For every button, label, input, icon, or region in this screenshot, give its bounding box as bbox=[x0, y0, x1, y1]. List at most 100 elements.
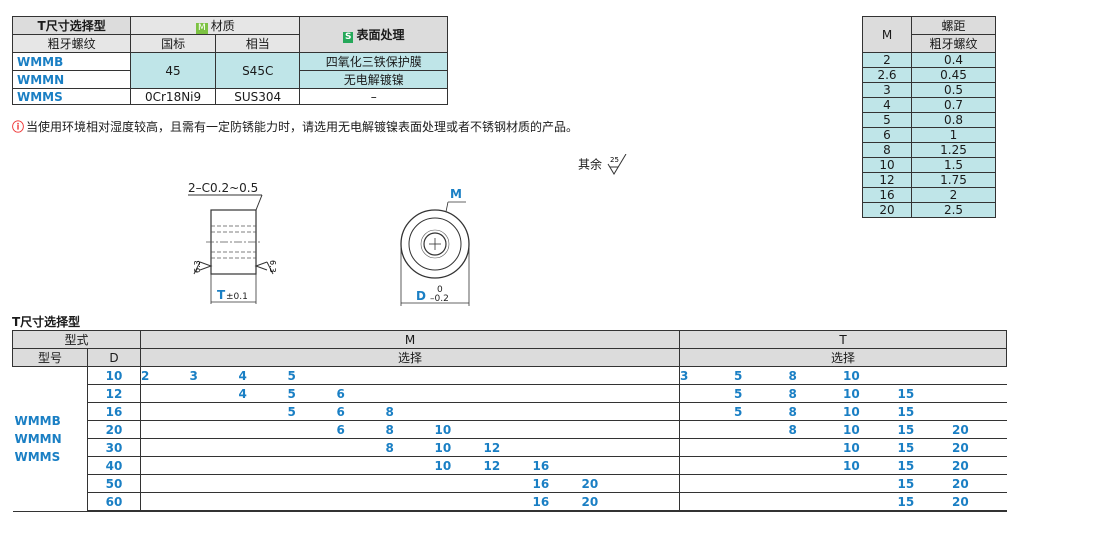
t-value-cell bbox=[679, 402, 734, 421]
header-t-col: T bbox=[679, 330, 1007, 349]
roughness-label: 其余 bbox=[578, 157, 603, 172]
m-value-cell bbox=[287, 492, 337, 512]
m-value-cell bbox=[189, 474, 239, 493]
roughness-symbol-icon: 25 bbox=[607, 153, 627, 175]
t-value-cell: 20 bbox=[952, 420, 1007, 439]
t-value-cell bbox=[679, 384, 734, 403]
m-value-cell bbox=[189, 492, 239, 512]
model-code: WMMS bbox=[14, 449, 61, 464]
pitch-value-cell: 2.5 bbox=[911, 202, 996, 218]
t-value-cell bbox=[679, 420, 734, 439]
m-value-cell bbox=[434, 492, 484, 512]
d-label: D bbox=[416, 289, 426, 303]
material-tag-icon: M bbox=[195, 23, 208, 34]
t-value-cell bbox=[788, 438, 843, 457]
m-value-cell bbox=[238, 474, 288, 493]
t-value-cell bbox=[734, 438, 789, 457]
code-wmmb: WMMB bbox=[11, 52, 132, 71]
pitch-value-cell: 0.7 bbox=[911, 97, 996, 113]
header-m: M bbox=[862, 16, 912, 53]
m-value-cell: 10 bbox=[434, 456, 484, 475]
t-value-cell: 15 bbox=[897, 420, 952, 439]
header-thread: 粗牙螺纹 bbox=[11, 34, 132, 53]
m-value-cell bbox=[140, 474, 190, 493]
pitch-value-cell: 0.8 bbox=[911, 112, 996, 128]
m-value-cell bbox=[238, 420, 288, 439]
t-value-cell bbox=[952, 384, 1007, 403]
header-model: 型号 bbox=[12, 348, 88, 367]
m-value-cell bbox=[385, 384, 435, 403]
m-value-cell: 10 bbox=[434, 420, 484, 439]
side-view-drawing: 2–C0.2~0.5 6.3 6.3 T ±0.1 bbox=[188, 181, 277, 304]
m-value-cell bbox=[630, 474, 680, 493]
pitch-value-cell: 0.45 bbox=[911, 67, 996, 83]
t-value-cell: 8 bbox=[788, 420, 843, 439]
m-value-cell bbox=[385, 366, 435, 385]
t-value-cell: 5 bbox=[734, 366, 789, 385]
header-select-t: 选择 bbox=[679, 348, 1007, 367]
pitch-m-cell: 2 bbox=[862, 52, 912, 68]
m-value-cell bbox=[483, 384, 533, 403]
m-value-cell bbox=[483, 366, 533, 385]
m-value-cell bbox=[238, 402, 288, 421]
t-value-cell: 8 bbox=[788, 384, 843, 403]
m-value-cell bbox=[189, 420, 239, 439]
m-value-cell bbox=[483, 474, 533, 493]
m-value-cell bbox=[434, 402, 484, 421]
m-value-cell bbox=[581, 420, 631, 439]
pitch-value-cell: 1.75 bbox=[911, 172, 996, 188]
chamfer-label: 2–C0.2~0.5 bbox=[188, 181, 258, 195]
t-value-cell: 8 bbox=[788, 366, 843, 385]
m-value-cell: 16 bbox=[532, 492, 582, 512]
pitch-value-cell: 0.4 bbox=[911, 52, 996, 68]
m-value-cell: 8 bbox=[385, 420, 435, 439]
t-value-cell bbox=[679, 474, 734, 493]
pitch-m-cell: 8 bbox=[862, 142, 912, 158]
roughness-note: 其余 25 bbox=[578, 153, 630, 176]
m-value-cell bbox=[140, 420, 190, 439]
m-value-cell bbox=[630, 420, 680, 439]
model-code: WMMN bbox=[14, 431, 62, 446]
pitch-value-cell: 2 bbox=[911, 187, 996, 203]
m-value-cell bbox=[483, 492, 533, 512]
m-value-cell: 20 bbox=[581, 492, 631, 512]
t-value-cell: 20 bbox=[952, 456, 1007, 475]
m-value-cell bbox=[336, 438, 386, 457]
m-value-cell: 4 bbox=[238, 384, 288, 403]
surface-2: 无电解镀镍 bbox=[299, 70, 448, 89]
pitch-m-cell: 3 bbox=[862, 82, 912, 98]
m-value-cell: 6 bbox=[336, 420, 386, 439]
pitch-value-cell: 0.5 bbox=[911, 82, 996, 98]
m-value-cell bbox=[434, 366, 484, 385]
m-value-cell bbox=[385, 456, 435, 475]
pitch-value-cell: 1.25 bbox=[911, 142, 996, 158]
m-value-cell bbox=[581, 384, 631, 403]
header-d: D bbox=[87, 348, 141, 367]
m-value-cell bbox=[238, 492, 288, 512]
code-wmmn: WMMN bbox=[11, 70, 132, 89]
t-value-cell bbox=[679, 492, 734, 512]
m-value-cell bbox=[238, 456, 288, 475]
t-value-cell: 3 bbox=[679, 366, 734, 385]
d-cell: 30 bbox=[87, 438, 141, 457]
rough-left-label: 6.3 bbox=[193, 260, 202, 273]
front-view-drawing: M D 0 –0.2 bbox=[400, 187, 470, 306]
header-type: 型式 bbox=[12, 330, 141, 349]
pitch-m-cell: 5 bbox=[862, 112, 912, 128]
m-value-cell bbox=[630, 456, 680, 475]
t-value-cell: 10 bbox=[843, 420, 898, 439]
m-value-cell: 4 bbox=[238, 366, 288, 385]
m-value-cell bbox=[140, 402, 190, 421]
d-cell: 20 bbox=[87, 420, 141, 439]
t-value-cell bbox=[897, 366, 952, 385]
m-value-cell bbox=[385, 492, 435, 512]
